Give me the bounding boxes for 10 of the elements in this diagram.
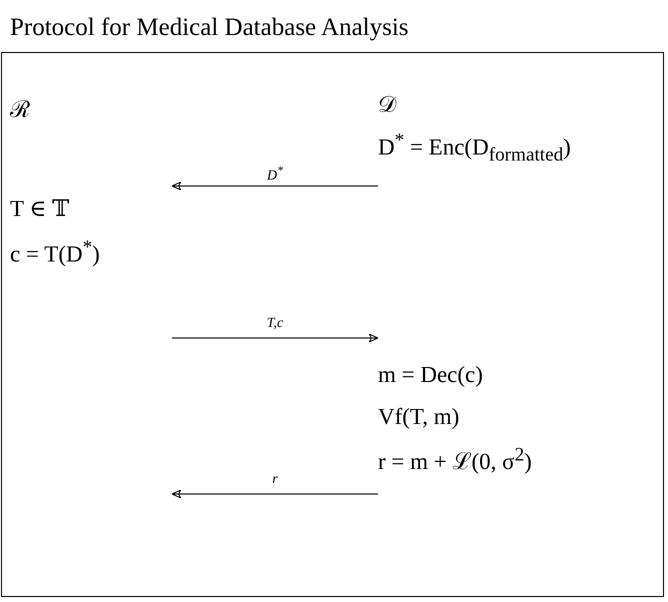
protocol-step: r = m + ℒ(0, σ$^{2}$) — [378, 444, 532, 476]
protocol-step: c = T(D$^{*}$) — [10, 237, 100, 268]
party-name: ℛ — [10, 96, 30, 124]
party-name: 𝒟 — [378, 92, 396, 118]
edge-label: T,c — [264, 316, 286, 332]
protocol-step: T ∈ 𝕋 — [10, 196, 70, 222]
protocol-step: D$^{*}$ = Enc(D$_{formatted}$) — [378, 130, 571, 166]
protocol-step: Vf(T, m) — [378, 404, 460, 430]
diagram-title: Protocol for Medical Database Analysis — [10, 14, 409, 42]
protocol-step: m = Dec(c) — [378, 362, 483, 388]
